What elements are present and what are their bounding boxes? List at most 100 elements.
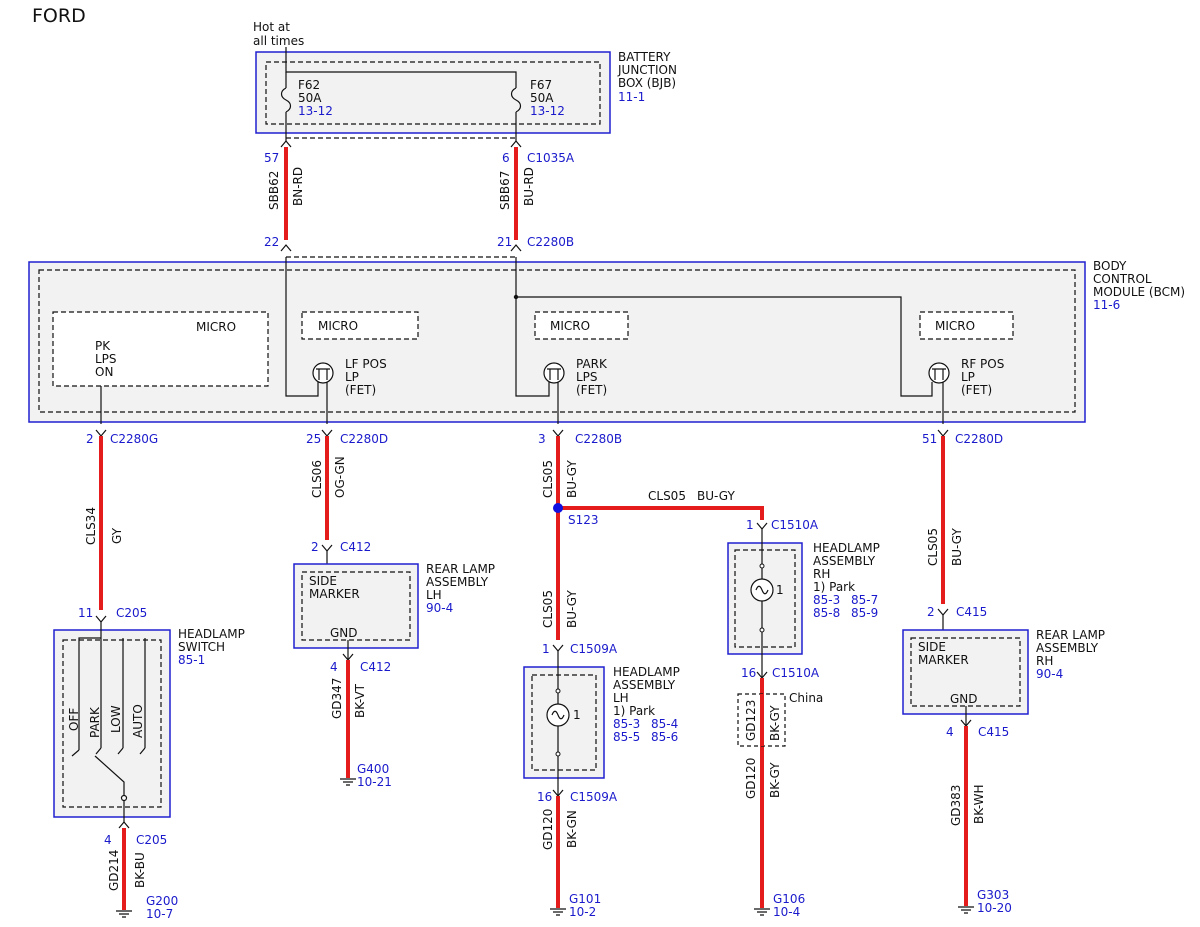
headlamp-rh-title-2: ASSEMBLY <box>813 554 876 568</box>
wire-cls34-id: CLS34 <box>84 507 98 545</box>
wire-gd120-r-id: GD120 <box>744 758 758 799</box>
switch-contact-tips <box>71 747 146 757</box>
rear-rh-title-2: ASSEMBLY <box>1036 641 1099 655</box>
c2280b-arrow-icon <box>552 429 564 437</box>
c1509a-arrow-icon <box>552 644 564 652</box>
headlamp-rh-title-1: HEADLAMP <box>813 541 880 555</box>
rear-rh-ref: 90-4 <box>1036 667 1063 681</box>
f67-id: F67 <box>530 78 552 92</box>
micro-pk-label: MICRO <box>196 320 236 334</box>
micro-park-box <box>534 311 629 340</box>
bcm-title-2: CONTROL <box>1093 272 1152 286</box>
headlamp-lh-lamp-num: 1 <box>573 708 581 722</box>
conn-c415: C415 <box>956 605 987 619</box>
wire-gd120-r-color: BK-GY <box>768 762 782 798</box>
c6-arrow-icon <box>510 140 522 148</box>
c205b-arrow-icon <box>118 821 130 829</box>
pin-51: 51 <box>922 432 937 446</box>
c412-arrow-icon <box>321 544 333 552</box>
pin-21: 21 <box>497 235 512 249</box>
rear-lh-inner-2: MARKER <box>309 587 360 601</box>
switch-pivot-icon <box>120 794 128 802</box>
wire-cls05-h-color: BU-GY <box>697 489 735 503</box>
micro-pk-box <box>52 311 269 387</box>
g400-ref: 10-21 <box>357 775 392 789</box>
pin-11: 11 <box>78 606 93 620</box>
brand-label: FORD <box>32 5 86 27</box>
pin-4-415: 4 <box>946 725 954 739</box>
rf-pos-3: (FET) <box>961 383 992 397</box>
headlamp-rh-term-1 <box>759 563 765 569</box>
micro-rf-label: MICRO <box>935 319 975 333</box>
switch-pos-off: OFF <box>67 708 81 731</box>
headlamp-lh-filament-icon <box>551 710 565 720</box>
rear-lh-inner-1: SIDE <box>309 574 337 588</box>
wire-gd123-id: GD123 <box>744 700 758 741</box>
g200-id: G200 <box>146 894 178 908</box>
headlamp-lh-title-2: ASSEMBLY <box>613 678 676 692</box>
g303-ref: 10-20 <box>977 901 1012 915</box>
rf-pos-1: RF POS <box>961 357 1004 371</box>
headlamp-lh-ref-4: 85-6 <box>651 730 678 744</box>
pin-6: 6 <box>502 151 510 165</box>
wire-cls05-a-color: BU-GY <box>565 460 579 498</box>
pin-2-412: 2 <box>311 540 319 554</box>
fet-park-icon <box>543 362 565 384</box>
switch-ref: 85-1 <box>178 653 205 667</box>
wire-gd383-color: BK-WH <box>972 784 986 824</box>
c2280d-r-arrow-icon <box>937 429 949 437</box>
bjb-title-1: BATTERY <box>618 50 671 64</box>
rear-rh-title-1: REAR LAMP <box>1036 628 1105 642</box>
pin-1-1510: 1 <box>746 518 754 532</box>
conn-c2280d: C2280D <box>340 432 388 446</box>
f62-id: F62 <box>298 78 320 92</box>
bcm-title-1: BODY <box>1093 259 1127 273</box>
rear-lh-title-1: REAR LAMP <box>426 562 495 576</box>
rear-rh-inner-2: MARKER <box>918 653 969 667</box>
switch-title-2: SWITCH <box>178 640 225 654</box>
china-label: China <box>789 691 823 705</box>
ground-g106-icon <box>754 908 770 916</box>
headlamp-lh-ref-2: 85-4 <box>651 717 678 731</box>
conn-c205: C205 <box>116 606 147 620</box>
conn-c2280b: C2280B <box>575 432 622 446</box>
switch-title-1: HEADLAMP <box>178 627 245 641</box>
headlamp-lh-note: 1) Park <box>613 704 655 718</box>
switch-pos-park: PARK <box>88 706 102 738</box>
pin-57: 57 <box>264 151 279 165</box>
wire-gd347-color: BK-VT <box>353 683 367 718</box>
f62-rating: 50A <box>298 91 322 105</box>
wire-cls06-id: CLS06 <box>310 460 324 498</box>
c205-arrow-icon <box>95 615 107 623</box>
switch-pos-low: LOW <box>109 705 123 733</box>
headlamp-lh-title-3: LH <box>613 691 629 705</box>
rear-rh-gnd: GND <box>950 692 978 706</box>
conn-c2280b-top: C2280B <box>527 235 574 249</box>
bcm-title-3: MODULE (BCM) <box>1093 285 1185 299</box>
wire-cls05-b-id: CLS05 <box>541 590 555 628</box>
rear-rh-title-3: RH <box>1036 654 1053 668</box>
switch-contacts <box>78 622 146 750</box>
fet-lf-icon <box>312 362 334 384</box>
micro-rf-box <box>919 311 1014 340</box>
f62-ref: 13-12 <box>298 104 333 118</box>
power-bus <box>285 47 517 88</box>
conn-c1509a: C1509A <box>570 642 618 656</box>
bcm-inner <box>38 269 1076 413</box>
pin-4-412: 4 <box>330 660 338 674</box>
headlamp-rh-lamp-num: 1 <box>776 583 784 597</box>
wire-gd214-id: GD214 <box>107 850 121 891</box>
wire-cls06-color: OG-GN <box>333 456 347 498</box>
pin-25: 25 <box>306 432 321 446</box>
conn-c2280g: C2280G <box>110 432 158 446</box>
c2280d-arrow-icon <box>321 429 333 437</box>
pk-lps-1: PK <box>95 339 111 353</box>
fuse-f67-icon <box>510 87 522 113</box>
lf-pos-1: LF POS <box>345 357 387 371</box>
wire-cls05-b-color: BU-GY <box>565 590 579 628</box>
bjb-inner <box>265 61 601 125</box>
conn-c412-b: C412 <box>360 660 391 674</box>
c22-arrow-icon <box>280 244 292 252</box>
conn-c1510a: C1510A <box>771 518 819 532</box>
wire-gd214-color: BK-BU <box>133 852 147 888</box>
